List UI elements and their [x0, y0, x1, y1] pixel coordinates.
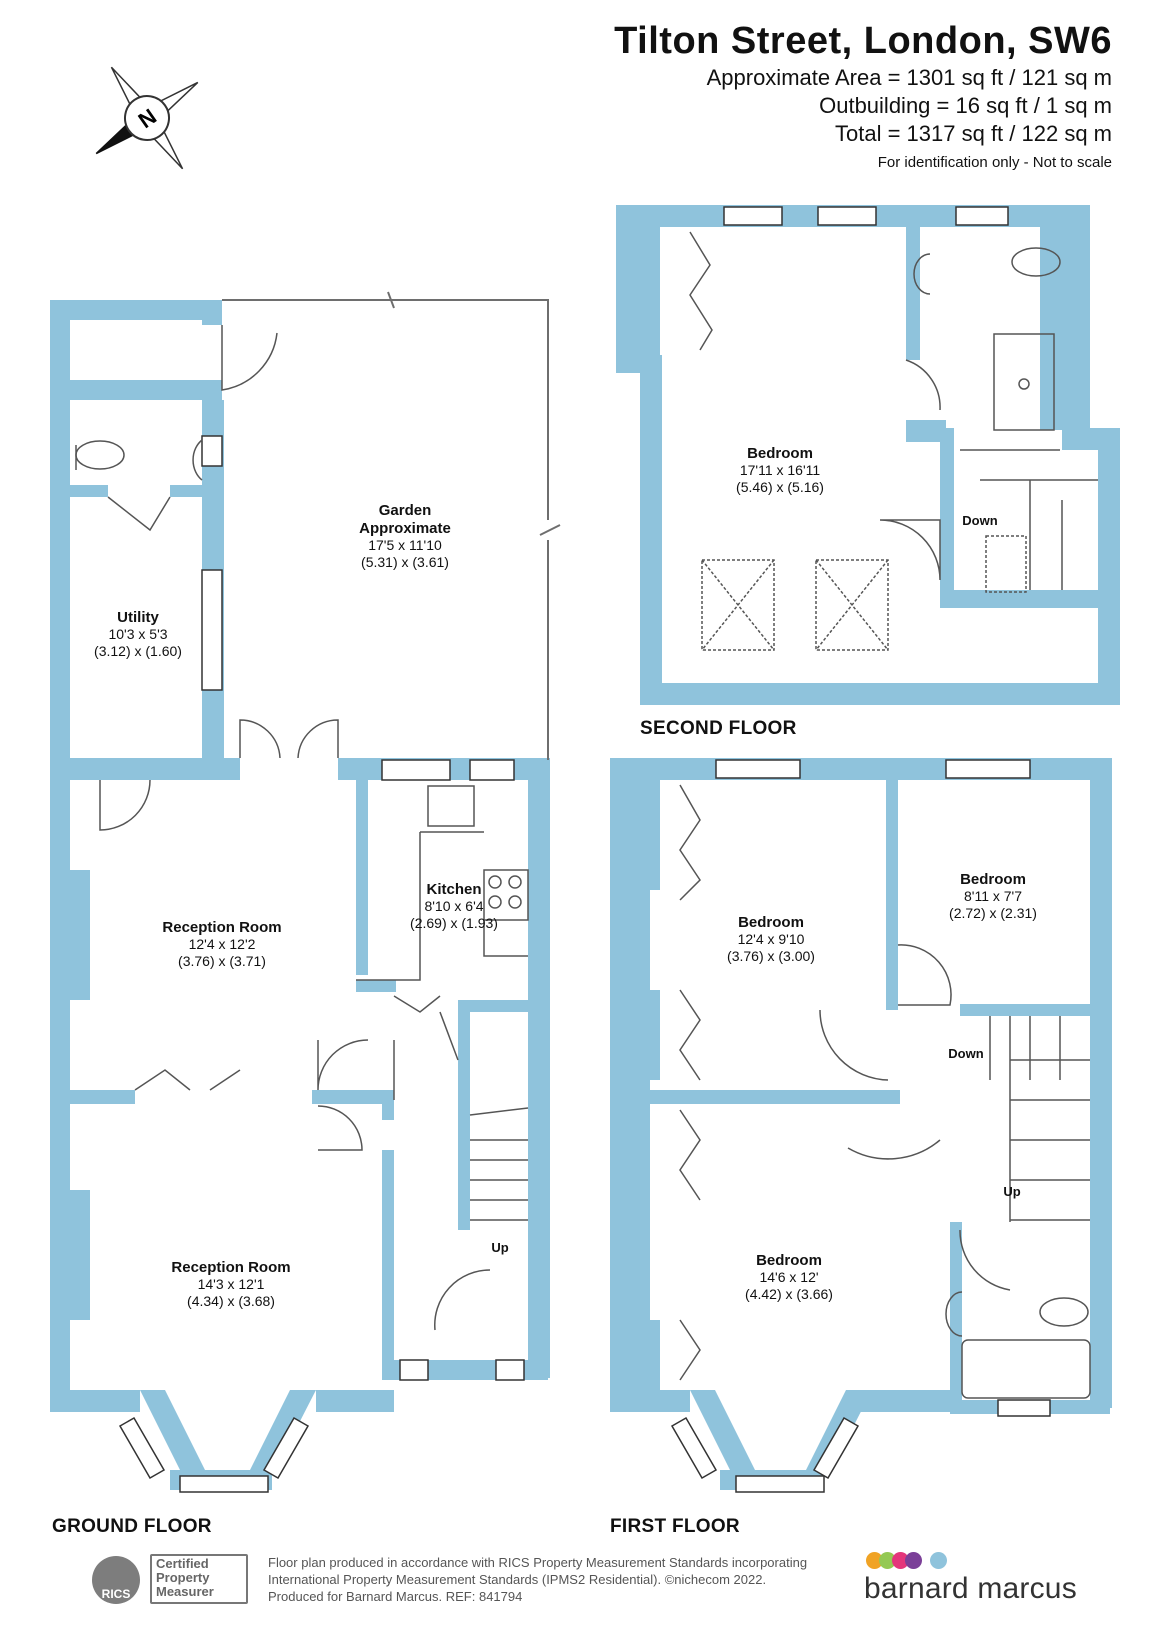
first-bedroom-b-metric: (2.72) x (2.31)	[949, 905, 1037, 921]
total-area: Total = 1317 sq ft / 122 sq m	[835, 121, 1112, 146]
second-floor-plan	[616, 205, 1120, 705]
utility-metric: (3.12) x (1.60)	[94, 643, 182, 659]
first-floor-windows	[670, 759, 1051, 1493]
garden-label-2: Approximate	[359, 520, 451, 537]
rics-badge-line-3: Measurer	[156, 1584, 214, 1599]
reception-2-metric: (4.34) x (3.68)	[187, 1293, 275, 1309]
ground-stairs-up: Up	[491, 1240, 508, 1255]
outbuilding-area: Outbuilding = 16 sq ft / 1 sq m	[819, 93, 1112, 118]
reception-2-imperial: 14'3 x 12'1	[198, 1276, 265, 1292]
rics-badge: RICS Certified Property Measurer	[92, 1554, 252, 1606]
footer-line-1: Floor plan produced in accordance with R…	[268, 1555, 808, 1570]
second-floor-label: SECOND FLOOR	[640, 718, 797, 739]
second-floor-labels: Bedroom 17'11 x 16'11 (5.46) x (5.16) Do…	[736, 445, 998, 528]
kitchen-label: Kitchen	[426, 881, 481, 898]
rics-badge-text: Certified Property Measurer	[156, 1557, 214, 1599]
rics-logo: RICS	[92, 1556, 140, 1604]
first-bedroom-b-imperial: 8'11 x 7'7	[964, 888, 1022, 904]
first-stairs-up: Up	[1003, 1184, 1020, 1199]
kitchen-imperial: 8'10 x 6'4	[424, 898, 483, 914]
brand-name: barnard marcus	[864, 1572, 1077, 1605]
garden-metric: (5.31) x (3.61)	[361, 554, 449, 570]
first-bedroom-c-metric: (4.42) x (3.66)	[745, 1286, 833, 1302]
first-bedroom-c-imperial: 14'6 x 12'	[759, 1269, 818, 1285]
second-bedroom-label: Bedroom	[747, 445, 813, 462]
garden-label-1: Garden	[379, 502, 432, 519]
second-floor-windows	[723, 206, 1009, 226]
rics-badge-line-2: Property	[156, 1570, 210, 1585]
first-bedroom-a-metric: (3.76) x (3.00)	[727, 948, 815, 964]
first-floor-label: FIRST FLOOR	[610, 1516, 740, 1537]
first-bedroom-a-imperial: 12'4 x 9'10	[738, 931, 805, 947]
ground-floor-label: GROUND FLOOR	[52, 1516, 212, 1537]
first-bedroom-c-label: Bedroom	[756, 1252, 822, 1269]
approx-area: Approximate Area = 1301 sq ft / 121 sq m	[706, 65, 1112, 90]
brand-logo: barnard marcus	[864, 1552, 1077, 1605]
first-bedroom-a-label: Bedroom	[738, 914, 804, 931]
utility-label: Utility	[117, 609, 159, 626]
second-stairs-down: Down	[962, 513, 997, 528]
first-bedroom-b-label: Bedroom	[960, 871, 1026, 888]
brand-dots-icon	[866, 1552, 1077, 1569]
reception-1-label: Reception Room	[162, 919, 281, 936]
footer-disclaimer: Floor plan produced in accordance with R…	[268, 1554, 807, 1605]
first-floor-plan	[610, 758, 1112, 1490]
first-floor-fixtures	[679, 784, 1091, 1399]
scale-note: For identification only - Not to scale	[877, 154, 1112, 171]
header: Tilton Street, London, SW6 Approximate A…	[614, 18, 1112, 171]
reception-1-imperial: 12'4 x 12'2	[189, 936, 256, 952]
garden-imperial: 17'5 x 11'10	[368, 537, 442, 553]
utility-imperial: 10'3 x 5'3	[108, 626, 167, 642]
first-floor-labels: Bedroom 12'4 x 9'10 (3.76) x (3.00) Bedr…	[727, 871, 1037, 1302]
second-bedroom-imperial: 17'11 x 16'11	[740, 462, 821, 478]
second-bedroom-metric: (5.46) x (5.16)	[736, 479, 824, 495]
footer-line-3: Produced for Barnard Marcus. REF: 841794	[268, 1589, 523, 1604]
ground-floor-windows	[118, 435, 525, 1493]
rics-badge-line-1: Certified	[156, 1556, 209, 1571]
ground-floor-doors	[75, 325, 529, 1331]
footer-line-2: International Property Measurement Stand…	[268, 1572, 767, 1587]
reception-2-label: Reception Room	[171, 1259, 290, 1276]
ground-floor-labels: Garden Approximate 17'5 x 11'10 (5.31) x…	[94, 502, 509, 1309]
compass-icon	[95, 66, 199, 170]
page-title: Tilton Street, London, SW6	[614, 20, 1112, 62]
rics-badge-box	[150, 1554, 248, 1604]
second-floor-fixtures	[689, 231, 1098, 651]
kitchen-metric: (2.69) x (1.93)	[410, 915, 498, 931]
garden-outline	[222, 291, 561, 760]
reception-1-metric: (3.76) x (3.71)	[178, 953, 266, 969]
first-stairs-down: Down	[948, 1046, 983, 1061]
